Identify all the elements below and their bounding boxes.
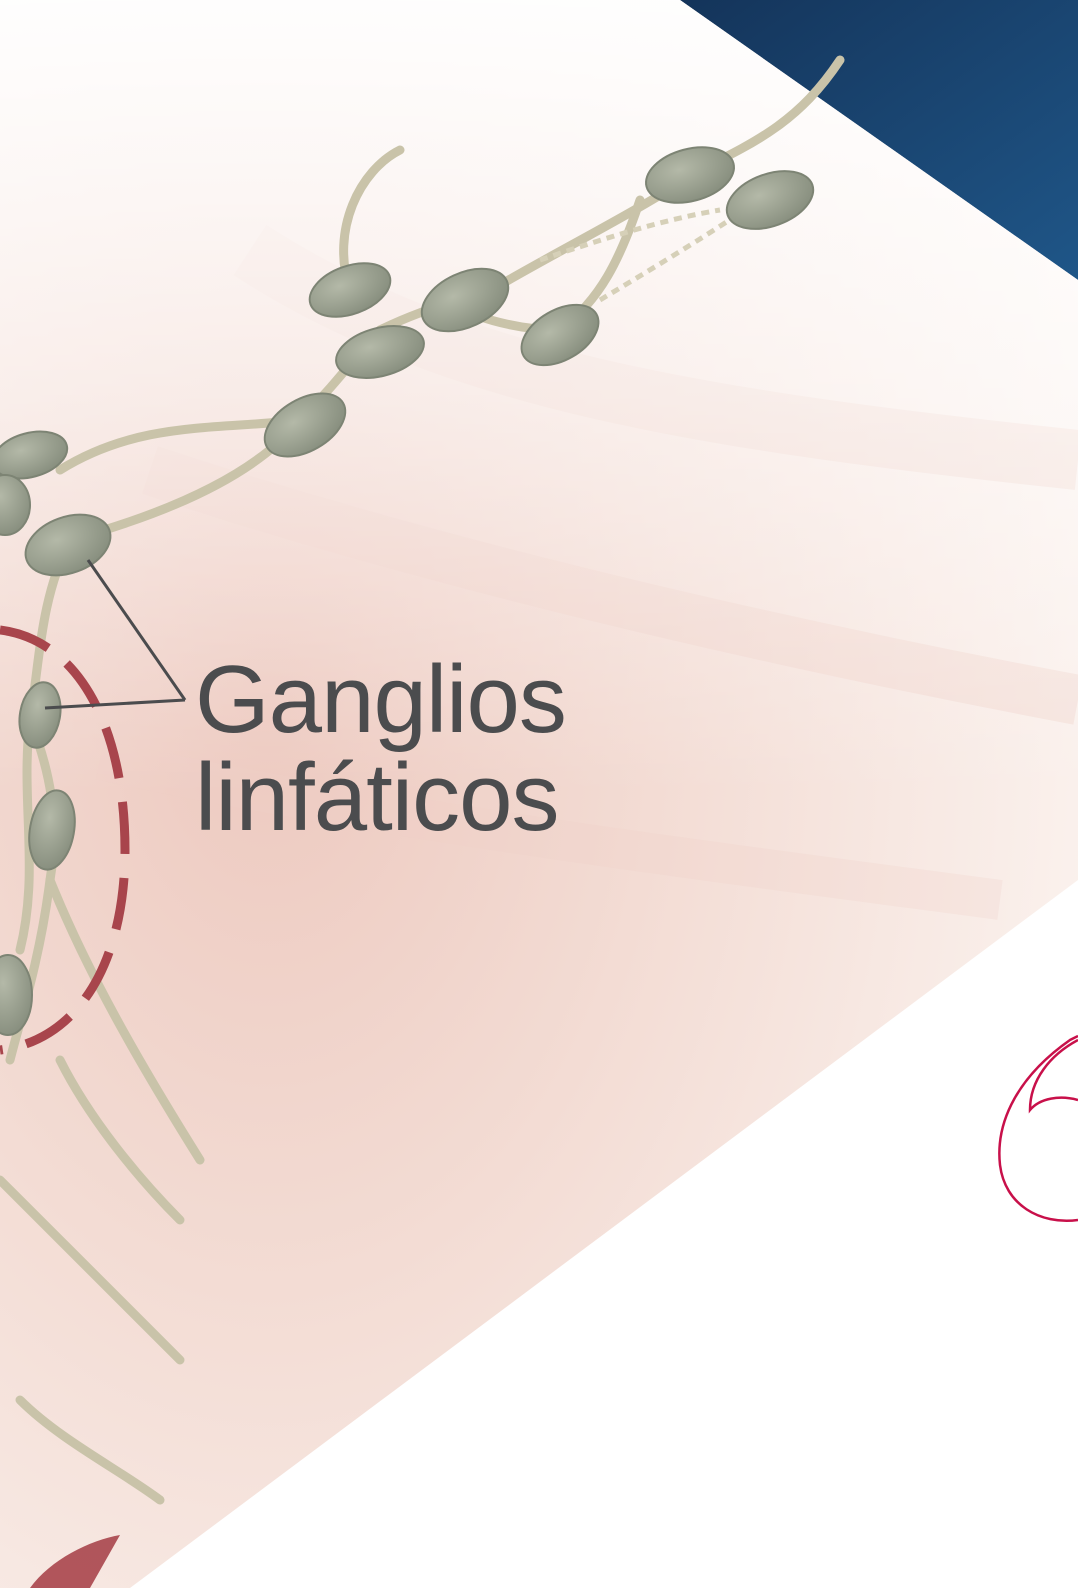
- opening-quote-icon: [999, 1036, 1078, 1221]
- label-line-1: Ganglios: [195, 646, 566, 753]
- label-line-2: linfáticos: [195, 744, 559, 851]
